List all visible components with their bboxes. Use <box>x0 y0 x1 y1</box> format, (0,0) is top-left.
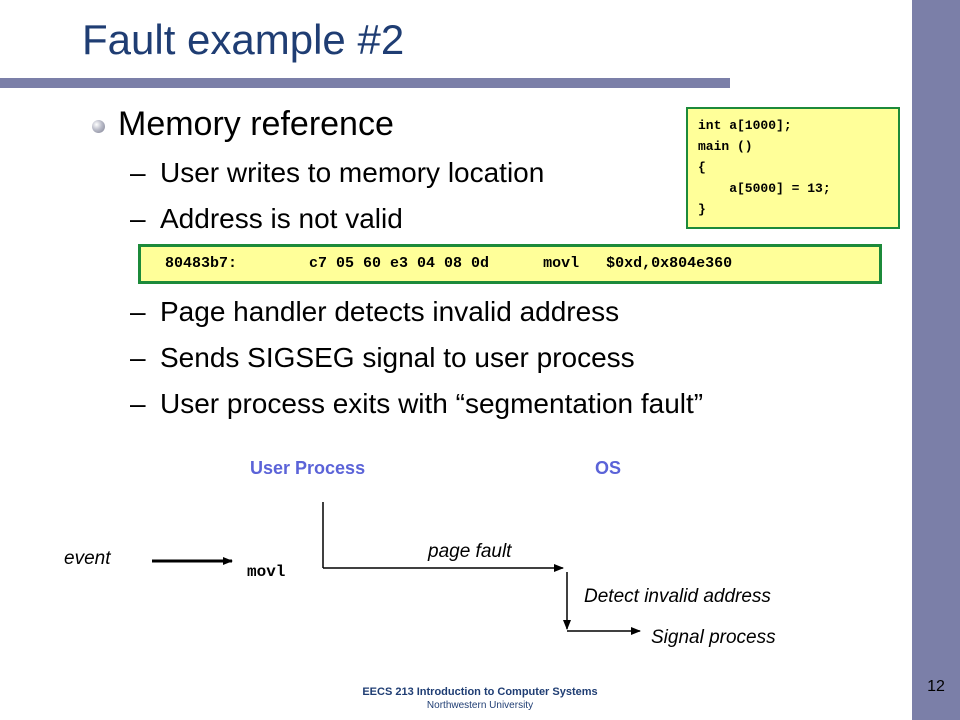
page-number: 12 <box>927 678 945 695</box>
dash-marker: – <box>130 296 146 327</box>
sub-bullet: –Page handler detects invalid address <box>130 296 619 328</box>
dash-marker: – <box>130 388 146 419</box>
asm-bytes: c7 05 60 e3 04 08 0d <box>309 255 490 272</box>
user-process-label: User Process <box>250 458 366 478</box>
dash-marker: – <box>130 342 146 373</box>
dash-marker: – <box>130 157 146 188</box>
movl-label: movl <box>247 563 286 581</box>
slide-title: Fault example #2 <box>82 16 405 63</box>
sub-bullet: –Address is not valid <box>130 203 403 235</box>
bullet-icon <box>92 120 105 133</box>
dash-marker: – <box>130 203 146 234</box>
code-line: main () <box>698 139 753 154</box>
sub-bullet-text: Sends SIGSEG signal to user process <box>160 342 635 373</box>
main-bullet: Memory reference <box>118 105 394 143</box>
sub-bullet: –User process exits with “segmentation f… <box>130 388 703 420</box>
asm-operands: $0xd,0x804e360 <box>606 255 733 272</box>
sub-bullet-text: Page handler detects invalid address <box>160 296 620 327</box>
code-line: } <box>698 202 706 217</box>
footer-university: Northwestern University <box>426 700 534 711</box>
code-line: { <box>698 160 706 175</box>
asm-address: 80483b7: <box>165 255 238 272</box>
detect-label: Detect invalid address <box>584 586 771 607</box>
asm-instruction: movl <box>543 255 580 272</box>
assembly-box: 80483b7: c7 05 60 e3 04 08 0d movl $0xd,… <box>138 244 882 284</box>
footer-course: EECS 213 Introduction to Computer System… <box>362 686 598 698</box>
c-code-box: int a[1000]; main () { a[5000] = 13; } <box>686 107 900 229</box>
event-label: event <box>64 548 111 569</box>
title-underline <box>0 78 730 88</box>
sub-bullet-text: User writes to memory location <box>160 157 545 188</box>
sub-bullet: –Sends SIGSEG signal to user process <box>130 342 635 374</box>
code-line: a[5000] = 13; <box>698 181 831 196</box>
sub-bullet-text: Address is not valid <box>160 203 403 234</box>
page-fault-label: page fault <box>428 541 512 562</box>
side-accent-bar <box>912 0 960 720</box>
code-line: int a[1000]; <box>698 118 792 133</box>
sub-bullet: –User writes to memory location <box>130 157 544 189</box>
os-label: OS <box>595 458 622 478</box>
signal-label: Signal process <box>651 627 776 648</box>
sub-bullet-text: User process exits with “segmentation fa… <box>160 388 704 419</box>
